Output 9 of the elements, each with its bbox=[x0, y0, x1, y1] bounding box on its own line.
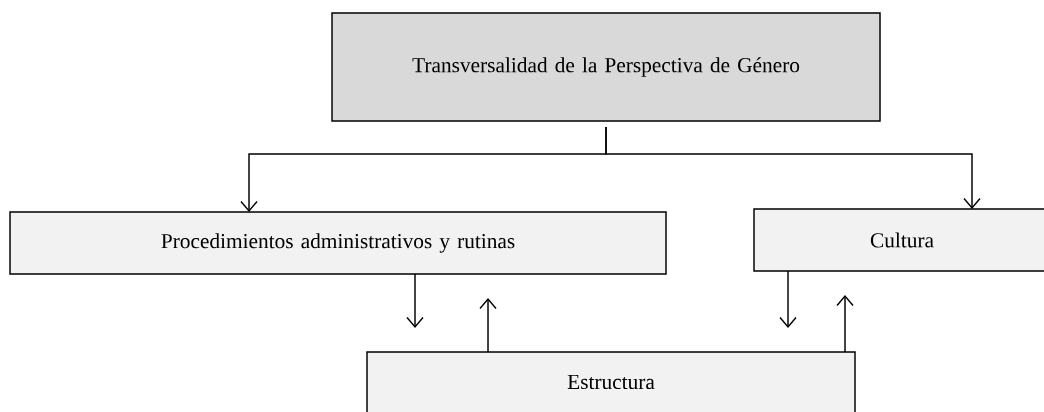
arrow bbox=[406, 273, 424, 328]
arrow bbox=[605, 126, 981, 209]
process-box: Transversalidad de la Perspectiva de Género bbox=[331, 12, 881, 122]
process-box: Procedimientos administrativos y rutinas bbox=[9, 211, 667, 275]
process-box: Estructura bbox=[366, 351, 856, 412]
arrow bbox=[836, 295, 854, 353]
arrow bbox=[479, 298, 497, 353]
process-box: Cultura bbox=[753, 208, 1044, 272]
arrow bbox=[779, 270, 797, 328]
